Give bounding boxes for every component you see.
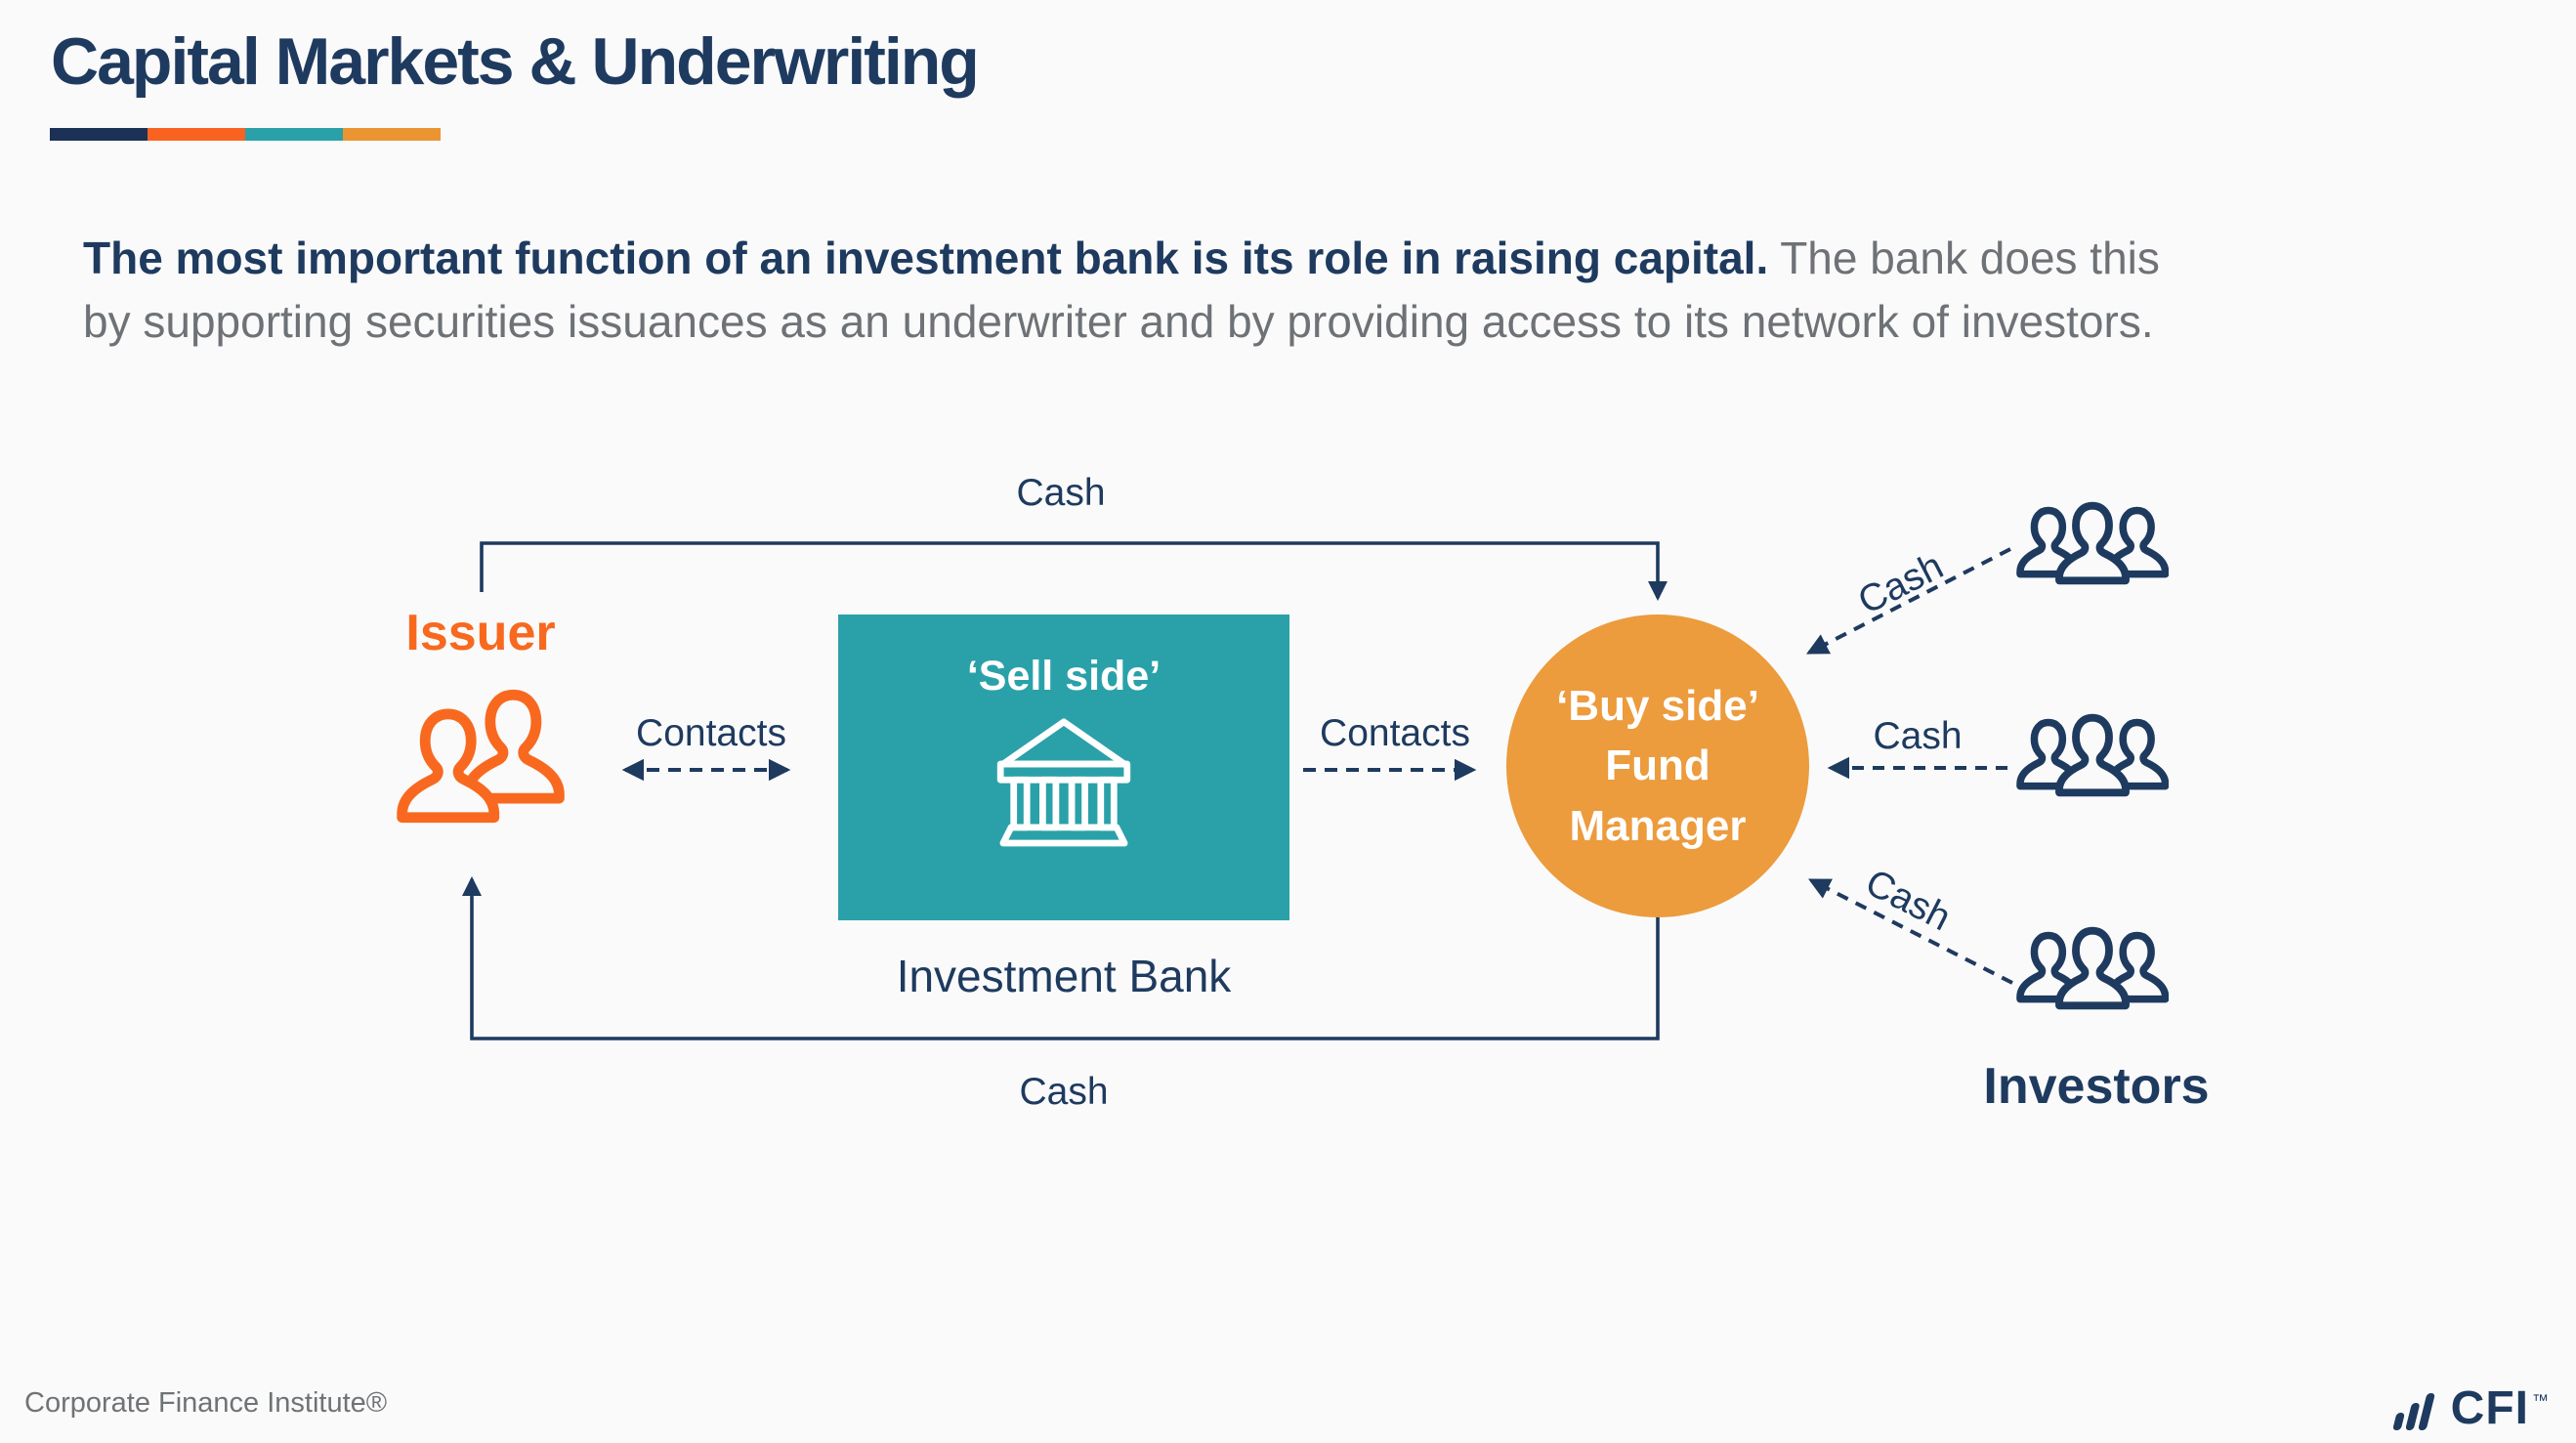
cfi-logo-text: CFI: [2450, 1382, 2529, 1434]
cash-investor-bottom-label: Cash: [1858, 861, 1958, 940]
footer-copyright: Corporate Finance Institute®: [24, 1387, 388, 1419]
sell-side-title: ‘Sell side’: [966, 653, 1161, 700]
cfi-logo-bars-icon: [2392, 1393, 2434, 1430]
contacts-issuer-bank-label: Contacts: [636, 712, 786, 754]
accent-bar-segment-amber: [343, 128, 441, 141]
cash-investor-mid-label: Cash: [1873, 715, 1963, 757]
accent-bar-segment-navy: [50, 128, 148, 141]
investment-bank-label: Investment Bank: [896, 951, 1232, 1001]
investor-group-icon-bottom: [2016, 911, 2169, 1026]
cfi-logo-trademark: ™: [2532, 1391, 2549, 1410]
buy-side-line2: Fund: [1605, 742, 1710, 790]
buy-side-line1: ‘Buy side’: [1556, 681, 1759, 730]
investors-label: Investors: [1983, 1058, 2210, 1115]
issuer-label: Issuer: [405, 605, 556, 661]
buy-side-line3: Manager: [1569, 801, 1747, 850]
cash-investor-top-label: Cash: [1851, 544, 1951, 623]
intro-paragraph: The most important function of an invest…: [83, 227, 2506, 355]
intro-bold-text: The most important function of an invest…: [83, 233, 1769, 283]
contacts-bank-fund-label: Contacts: [1320, 712, 1470, 754]
accent-bar-segment-teal: [245, 128, 343, 141]
buy-side-label: ‘Buy side’ Fund Manager: [1556, 676, 1759, 857]
cash-top-label: Cash: [1016, 472, 1106, 514]
intro-rest-text: The bank does this: [1768, 233, 2160, 283]
buy-side-circle: ‘Buy side’ Fund Manager: [1506, 615, 1809, 917]
cash-top-arrow: [480, 541, 1668, 602]
bank-building-icon: [996, 718, 1131, 847]
accent-bar-segment-orange: [148, 128, 245, 141]
title-accent-bar: [50, 128, 441, 141]
investor-group-icon-top: [2016, 486, 2169, 601]
page-title: Capital Markets & Underwriting: [51, 24, 980, 99]
sell-side-box: [838, 615, 1289, 920]
investor-group-icon-middle: [2016, 698, 2169, 813]
intro-line2-text: by supporting securities issuances as an…: [83, 296, 2154, 348]
cfi-logo: CFI ™: [2392, 1385, 2549, 1432]
cash-bottom-label: Cash: [1019, 1071, 1109, 1113]
issuer-people-icon: [387, 670, 578, 842]
